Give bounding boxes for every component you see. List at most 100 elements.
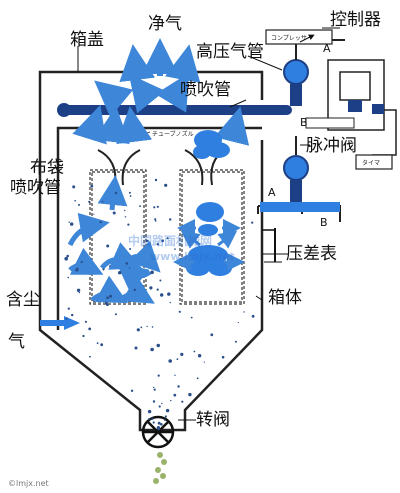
label-dusty-line2: 气 (8, 332, 25, 352)
dust-particle (173, 393, 177, 397)
leader-lines (77, 27, 340, 421)
dust-particle (251, 314, 255, 318)
label-controller: 控制器 (330, 10, 381, 30)
dust-particle (196, 377, 199, 380)
dust-particle (169, 301, 171, 304)
dust-particle (164, 415, 167, 418)
dust-particle (165, 408, 170, 413)
marker-b-bottom: B (320, 216, 328, 229)
dust-particle (114, 191, 118, 195)
dust-particle (74, 199, 76, 202)
dust-particle (75, 268, 79, 272)
dust-particle (154, 219, 157, 222)
dust-particle (152, 400, 156, 403)
label-blow-pipe: 喷吹管 (180, 80, 231, 100)
dust-discharge (153, 452, 167, 484)
dust-particle (109, 294, 112, 298)
blow-pipe-end (57, 103, 71, 117)
dust-particle (67, 276, 69, 279)
dust-particle (151, 326, 154, 328)
dust-particle (152, 421, 155, 424)
dust-particle (157, 374, 160, 377)
dust-particle (65, 317, 68, 320)
timer-label: タイマ (362, 159, 380, 167)
dust-particle (70, 222, 74, 226)
dust-particle (89, 355, 91, 358)
dust-particle (112, 211, 116, 215)
dust-particle (243, 311, 245, 313)
dust-particle (105, 301, 108, 305)
dust-particle (193, 350, 196, 353)
dust-particle (160, 293, 164, 297)
watermark-site-name: 中国路面机械网 (128, 234, 213, 248)
dust-particle (109, 265, 111, 267)
label-pressure-gauge: 压差表 (286, 244, 337, 264)
dust-particle (140, 326, 143, 329)
dust-particle (150, 347, 154, 352)
dust-particle (251, 221, 254, 224)
dust-particle (88, 327, 92, 331)
dust-particle (64, 256, 68, 261)
dust-particle (161, 402, 163, 405)
dust-particle (151, 417, 154, 420)
pulse-valve-top (283, 59, 309, 106)
dust-particle (114, 313, 117, 316)
dust-particle (129, 195, 132, 197)
label-pulse-valve: 脉冲阀 (306, 136, 357, 156)
dust-particle (164, 183, 168, 187)
dust-particle (157, 427, 161, 431)
dust-particle (101, 200, 104, 203)
dust-particle (118, 271, 122, 275)
dust-particle (78, 291, 81, 294)
dust-particle (181, 400, 184, 403)
pulse-radial-arrows (173, 219, 245, 271)
dust-particle (146, 325, 148, 328)
label-box-cover: 箱盖 (70, 30, 104, 50)
dust-particle (154, 218, 157, 221)
compressor-label: コンプレッサ (271, 35, 307, 42)
dust-particle (221, 355, 225, 359)
dust-particle (178, 310, 181, 313)
pulse-valve-bottom (283, 155, 309, 202)
dust-particle (127, 223, 130, 226)
dust-particle (66, 254, 69, 258)
dust-particle (146, 239, 149, 243)
dust-particle (84, 320, 87, 323)
dust-particle (164, 419, 166, 422)
dust-particle (128, 191, 131, 194)
dust-particle (167, 292, 171, 296)
dust-particle (133, 288, 136, 292)
dust-particle (180, 352, 184, 356)
watermark-url: www.lmjx.net (150, 250, 235, 263)
dust-particle (149, 286, 153, 290)
dust-particle (130, 389, 134, 392)
dust-particle (134, 346, 138, 350)
dust-particle (93, 213, 95, 215)
footer-watermark: ©lmjx.net (8, 479, 49, 488)
dust-particle (72, 185, 76, 189)
marker-a-top: A (323, 42, 331, 55)
dust-particle (71, 313, 74, 317)
dust-particle (67, 307, 70, 310)
dust-particle (160, 423, 163, 426)
dust-particle (148, 418, 150, 421)
dust-particle (176, 358, 179, 361)
dust-particle (156, 243, 160, 246)
dust-particle (80, 260, 83, 264)
dust-particle (153, 206, 156, 209)
dust-particle (125, 262, 129, 265)
dust-particle (237, 321, 239, 324)
dust-particle (174, 374, 176, 376)
dust-particle (156, 205, 159, 208)
dust-particle (139, 205, 142, 208)
dust-particle (124, 209, 126, 212)
dust-particle (154, 178, 158, 182)
flow-arrows (67, 175, 161, 304)
rotary-valve (141, 415, 175, 449)
dust-particle (150, 270, 154, 275)
label-rotary-valve: 转阀 (196, 410, 230, 430)
dust-particle (190, 316, 193, 319)
dust-particle (168, 359, 172, 363)
dust-particle (156, 288, 159, 291)
dust-particle (153, 388, 156, 391)
